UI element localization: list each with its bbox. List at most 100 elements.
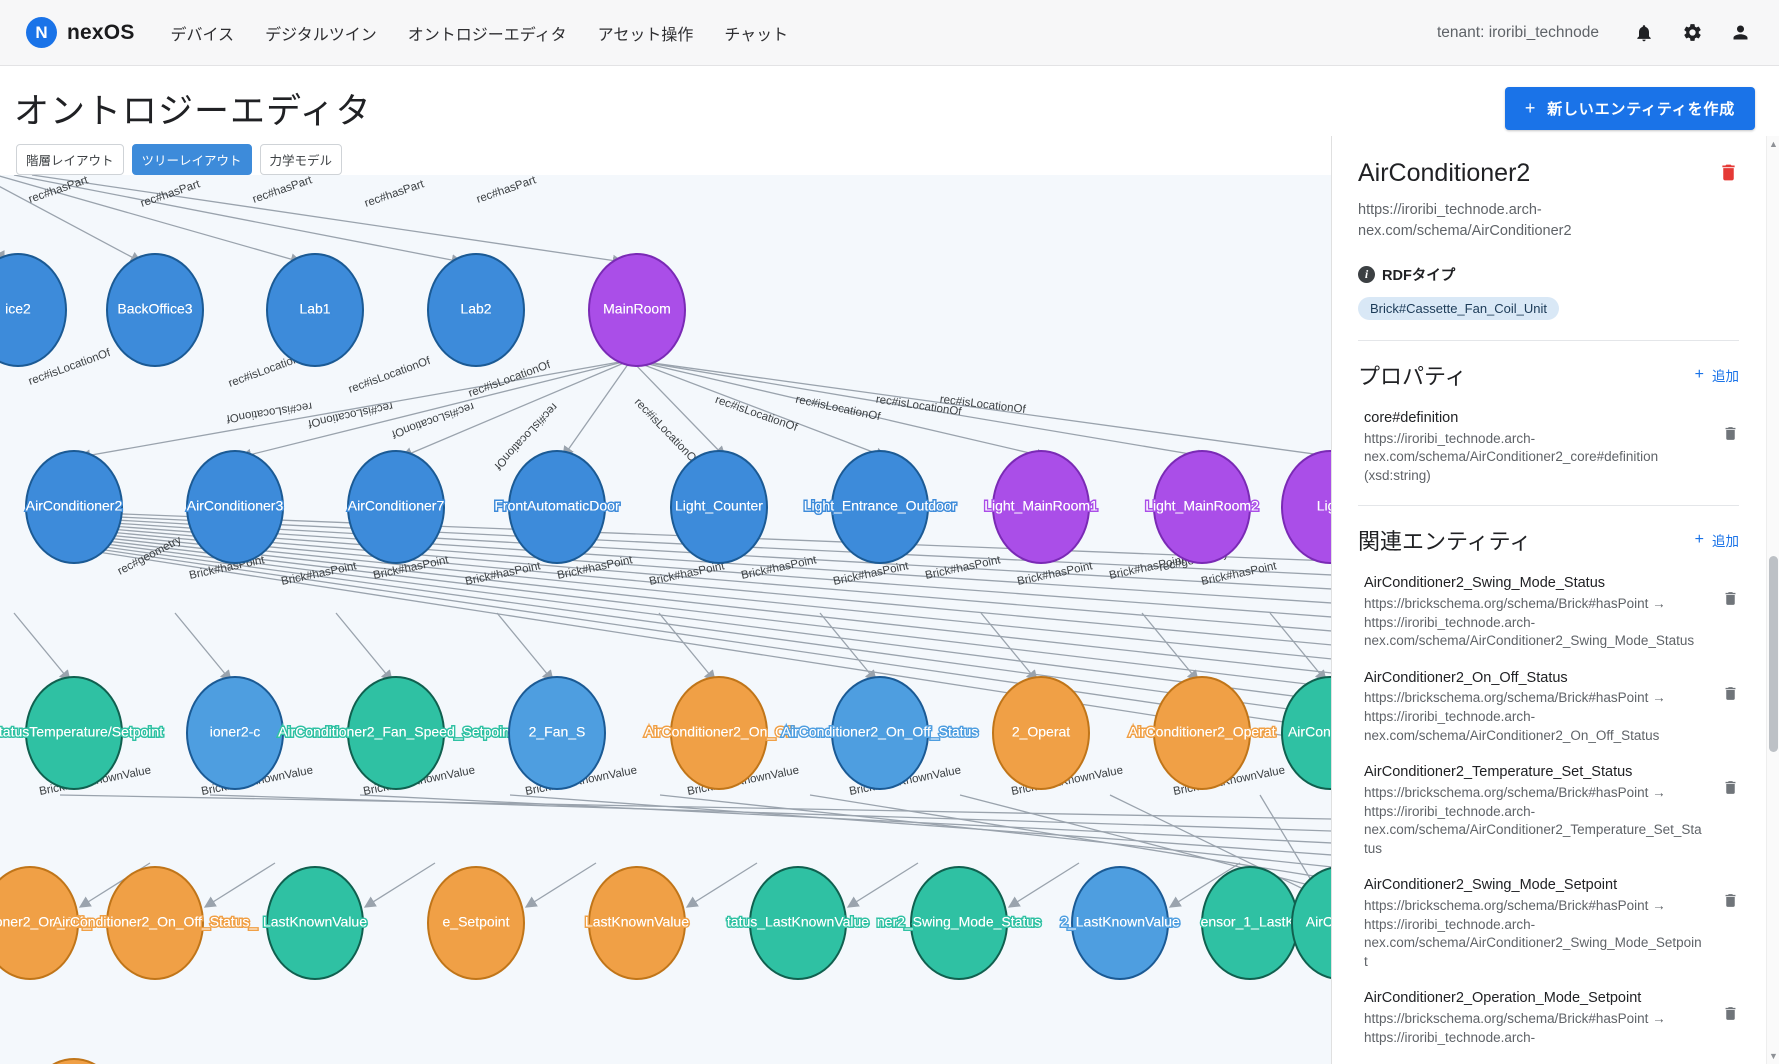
related-entity-item[interactable]: AirConditioner2_On_Off_Status https://bri… — [1358, 669, 1739, 745]
graph-node[interactable]: AirConditioner2_Fan_Speed_SetpointAirCon… — [277, 676, 516, 790]
graph-node[interactable]: AirConditioner2_On_Off_Status_AirConditi… — [51, 866, 259, 980]
entity-title: AirConditioner2 — [1358, 159, 1531, 187]
add-related-entity-button[interactable]: + 追加 — [1695, 530, 1739, 550]
user-icon[interactable] — [1727, 20, 1753, 46]
rdf-type-label: RDFタイプ — [1382, 268, 1456, 285]
nav-item-digital-twin[interactable]: デジタルツイン — [265, 26, 377, 44]
nexos-logo-icon: N — [26, 17, 57, 48]
rdf-type-chip: Brick#Cassette_Fan_Coil_Unit — [1358, 297, 1560, 321]
nav-item-devices[interactable]: デバイス — [170, 26, 235, 44]
delete-entity-icon[interactable] — [1718, 158, 1739, 188]
delete-property-icon[interactable] — [1722, 425, 1739, 447]
scroll-down-icon[interactable]: ▼ — [1769, 1051, 1778, 1061]
property-name: core#definition — [1364, 410, 1459, 427]
delete-related-entity-icon[interactable] — [1722, 590, 1739, 612]
nav-item-asset-operations[interactable]: アセット操作 — [597, 26, 694, 44]
bell-icon[interactable] — [1631, 20, 1657, 46]
graph-nodes[interactable]: rStatusTemperature/SetpointrStatusTemper… — [0, 253, 1332, 1064]
graph-node[interactable]: LighLigh — [1281, 450, 1332, 564]
graph-node[interactable]: 2_Fan_S2_Fan_S — [508, 676, 606, 790]
gear-icon[interactable] — [1679, 20, 1705, 46]
plus-icon: + — [1694, 366, 1704, 384]
rdf-type-row: i RDFタイプ — [1358, 264, 1739, 285]
graph-node[interactable]: AirConditioneAirConditione — [1281, 676, 1332, 790]
delete-related-entity-icon[interactable] — [1722, 779, 1739, 801]
related-entity-name: AirConditioner2_Swing_Mode_Status — [1364, 575, 1606, 592]
add-property-button[interactable]: + 追加 — [1695, 365, 1739, 385]
related-entity-value: https://brickschema.org/schema/Brick#has… — [1364, 596, 1695, 649]
related-entity-item[interactable]: AirConditioner2_Swing_Mode_Status https:/… — [1358, 574, 1739, 650]
scroll-up-icon[interactable]: ▲ — [1769, 139, 1778, 149]
related-entity-value: https://brickschema.org/schema/Brick#has… — [1364, 690, 1666, 743]
tenant-label: tenant: iroribi_technode — [1436, 23, 1599, 41]
related-entities-title: 関連エンティティ — [1358, 529, 1532, 555]
scrollbar-thumb[interactable] — [1769, 556, 1778, 752]
related-entity-name: AirConditioner2_On_Off_Status — [1364, 669, 1568, 686]
property-item[interactable]: core#definition https://iroribi_technode… — [1358, 409, 1739, 485]
edge-label: rec#isLocationOf — [389, 400, 475, 440]
graph-node[interactable] — [26, 1058, 122, 1064]
nav-item-ontology-editor[interactable]: オントロジーエディタ — [407, 26, 567, 44]
topnav-right: tenant: iroribi_technode — [1437, 20, 1753, 46]
related-entity-name: AirConditioner2_Temperature_Set_Status — [1364, 764, 1633, 781]
create-entity-button[interactable]: + 新しいエンティティを作成 — [1504, 86, 1755, 130]
delete-related-entity-icon[interactable] — [1722, 685, 1739, 707]
edge-label: Brick#hasPoint — [1016, 560, 1094, 588]
nav-item-chat[interactable]: チャット — [724, 26, 789, 44]
delete-related-entity-icon[interactable] — [1722, 1005, 1739, 1027]
related-entity-value: https://brickschema.org/schema/Brick#has… — [1364, 897, 1702, 969]
page-title: オントロジーエディタ — [14, 91, 372, 131]
graph-node[interactable]: nditioner2_On_Off_nditioner2_On_Off_ — [0, 866, 93, 980]
layout-button-hierarchical[interactable]: 階層レイアウト — [16, 144, 124, 175]
page-header: オントロジーエディタ + 新しいエンティティを作成 — [0, 66, 1779, 136]
details-scrollbar[interactable]: ▲ ▼ — [1766, 136, 1779, 1064]
related-entities-section-header: 関連エンティティ + 追加 — [1358, 524, 1739, 556]
layout-toolbar: 階層レイアウト ツリーレイアウト 力学モデル — [16, 144, 343, 175]
brand-name: nexOS — [67, 20, 135, 44]
edge-label: Brick#hasPoint — [832, 560, 910, 588]
entity-header: AirConditioner2 — [1358, 158, 1739, 188]
nav-links: デバイス デジタルツイン オントロジーエディタ アセット操作 チャット — [171, 21, 789, 45]
graph-node[interactable]: ner2_Swing_Mode_Statusner2_Swing_Mode_St… — [875, 866, 1043, 980]
brand[interactable]: N nexOS — [26, 17, 135, 48]
related-entity-value: https://brickschema.org/schema/Brick#has… — [1364, 784, 1702, 856]
related-entity-value: https://brickschema.org/schema/Brick#has… — [1364, 1011, 1666, 1045]
layout-button-force[interactable]: 力学モデル — [259, 144, 343, 175]
edge-label: rec#isLocationOf — [347, 355, 433, 396]
edge-label: rec#isLocationOf — [794, 394, 882, 424]
graph-node[interactable]: AirConditioAirConditio — [1291, 866, 1332, 980]
edge-label: rec#hasPart — [475, 175, 538, 206]
add-property-label: 追加 — [1712, 369, 1739, 385]
layout-button-tree[interactable]: ツリーレイアウト — [131, 144, 252, 175]
top-navigation-bar: N nexOS デバイス デジタルツイン オントロジーエディタ アセット操作 チ… — [0, 0, 1779, 66]
graph-node[interactable]: Light_Entrance_OutdoorLight_Entrance_Out… — [802, 450, 958, 564]
plus-icon: + — [1694, 531, 1704, 549]
delete-related-entity-icon[interactable] — [1722, 892, 1739, 914]
